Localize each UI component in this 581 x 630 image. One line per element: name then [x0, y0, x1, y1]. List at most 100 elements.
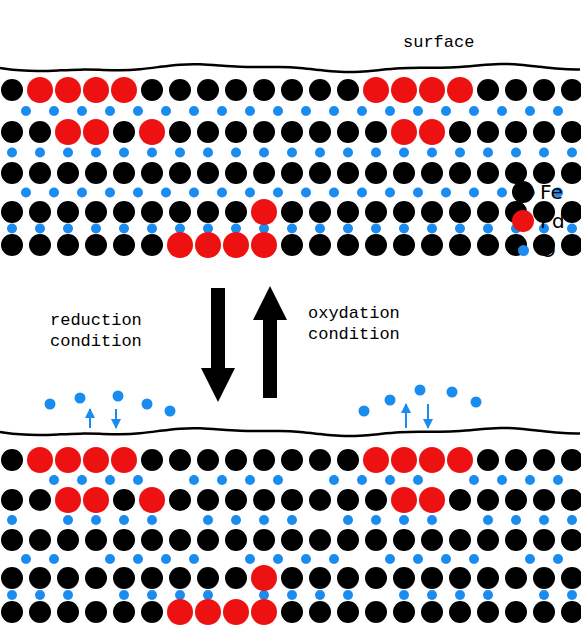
fe-atom [337, 201, 359, 223]
fe-atom [337, 234, 359, 256]
oxygen-atom [469, 188, 479, 198]
oxygen-atom [539, 148, 549, 158]
fe-atom [561, 489, 581, 511]
fe-atom [421, 162, 443, 184]
fe-atom [253, 79, 275, 101]
gas-oxygen [75, 393, 86, 404]
fe-atom [309, 601, 331, 623]
fe-atom [365, 162, 387, 184]
oxygen-atom [147, 148, 157, 158]
oxygen-atom [259, 590, 269, 600]
fe-atom [309, 567, 331, 589]
pd-atom [55, 77, 81, 103]
fe-atom [337, 489, 359, 511]
fe-atom [393, 234, 415, 256]
pd-atom [447, 447, 473, 473]
fe-atom [561, 449, 581, 471]
oxygen-atom [77, 188, 87, 198]
oxygen-atom [77, 475, 87, 485]
oxygen-atom [329, 475, 339, 485]
fe-atom [253, 529, 275, 551]
fe-atom [505, 529, 527, 551]
oxygen-atom [21, 188, 31, 198]
fe-atom [309, 121, 331, 143]
pd-atom [419, 77, 445, 103]
pd-atom [419, 119, 445, 145]
oxygen-atom [189, 554, 199, 564]
oxygen-atom [161, 554, 171, 564]
fe-atom [1, 201, 23, 223]
fe-atom [85, 567, 107, 589]
pd-atom [83, 77, 109, 103]
fe-atom [533, 162, 555, 184]
pd-atom [139, 487, 165, 513]
fe-atom [141, 201, 163, 223]
fe-atom [253, 489, 275, 511]
fe-atom [253, 121, 275, 143]
legend-swatch [512, 210, 534, 232]
fe-atom [1, 162, 23, 184]
oxygen-atom [343, 148, 353, 158]
fe-atom [365, 601, 387, 623]
pd-atom [167, 599, 193, 625]
oxygen-atom [399, 590, 409, 600]
fe-atom [1, 567, 23, 589]
pd-atom [251, 232, 277, 258]
legend-text: Pd [540, 211, 565, 231]
oxygen-atom [497, 106, 507, 116]
pd-atom [83, 487, 109, 513]
fe-atom [533, 79, 555, 101]
fe-atom [477, 79, 499, 101]
fe-atom [337, 601, 359, 623]
fe-atom [169, 449, 191, 471]
fe-atom [365, 567, 387, 589]
fe-atom [309, 201, 331, 223]
fe-atom [337, 162, 359, 184]
fe-atom [561, 162, 581, 184]
fe-atom [141, 529, 163, 551]
oxygen-atom [161, 188, 171, 198]
pd-atom [391, 77, 417, 103]
fe-atom [225, 121, 247, 143]
oxygen-atom [567, 515, 577, 525]
oxygen-atom [441, 554, 451, 564]
gas-oxygen [359, 406, 370, 417]
oxygen-atom [385, 188, 395, 198]
pd-atom [195, 232, 221, 258]
fe-atom [1, 79, 23, 101]
oxygen-atom [343, 590, 353, 600]
oxygen-atom [385, 554, 395, 564]
fe-atom [197, 79, 219, 101]
oxygen-atom [301, 188, 311, 198]
oxygen-atom [231, 515, 241, 525]
oxygen-atom [511, 148, 521, 158]
fe-atom [281, 529, 303, 551]
fe-atom [281, 601, 303, 623]
fe-atom [505, 601, 527, 623]
pd-atom [419, 447, 445, 473]
oxygen-atom [161, 106, 171, 116]
oxygen-atom [147, 515, 157, 525]
fe-atom [477, 121, 499, 143]
fe-atom [197, 201, 219, 223]
fe-atom [29, 121, 51, 143]
fe-atom [113, 162, 135, 184]
fe-atom [197, 121, 219, 143]
fe-atom [141, 234, 163, 256]
pd-atom [251, 565, 277, 591]
fe-atom [393, 567, 415, 589]
oxygen-atom [357, 106, 367, 116]
oxygen-atom [245, 106, 255, 116]
oxygen-atom [497, 475, 507, 485]
fe-atom [29, 201, 51, 223]
oxygen-atom [497, 188, 507, 198]
fe-atom [85, 201, 107, 223]
fe-atom [253, 449, 275, 471]
oxygen-atom [119, 224, 129, 234]
fe-atom [281, 234, 303, 256]
oxygen-atom [301, 106, 311, 116]
pd-atom [391, 447, 417, 473]
fe-atom [449, 567, 471, 589]
oxygen-atom [245, 475, 255, 485]
oxygen-atom [7, 590, 17, 600]
